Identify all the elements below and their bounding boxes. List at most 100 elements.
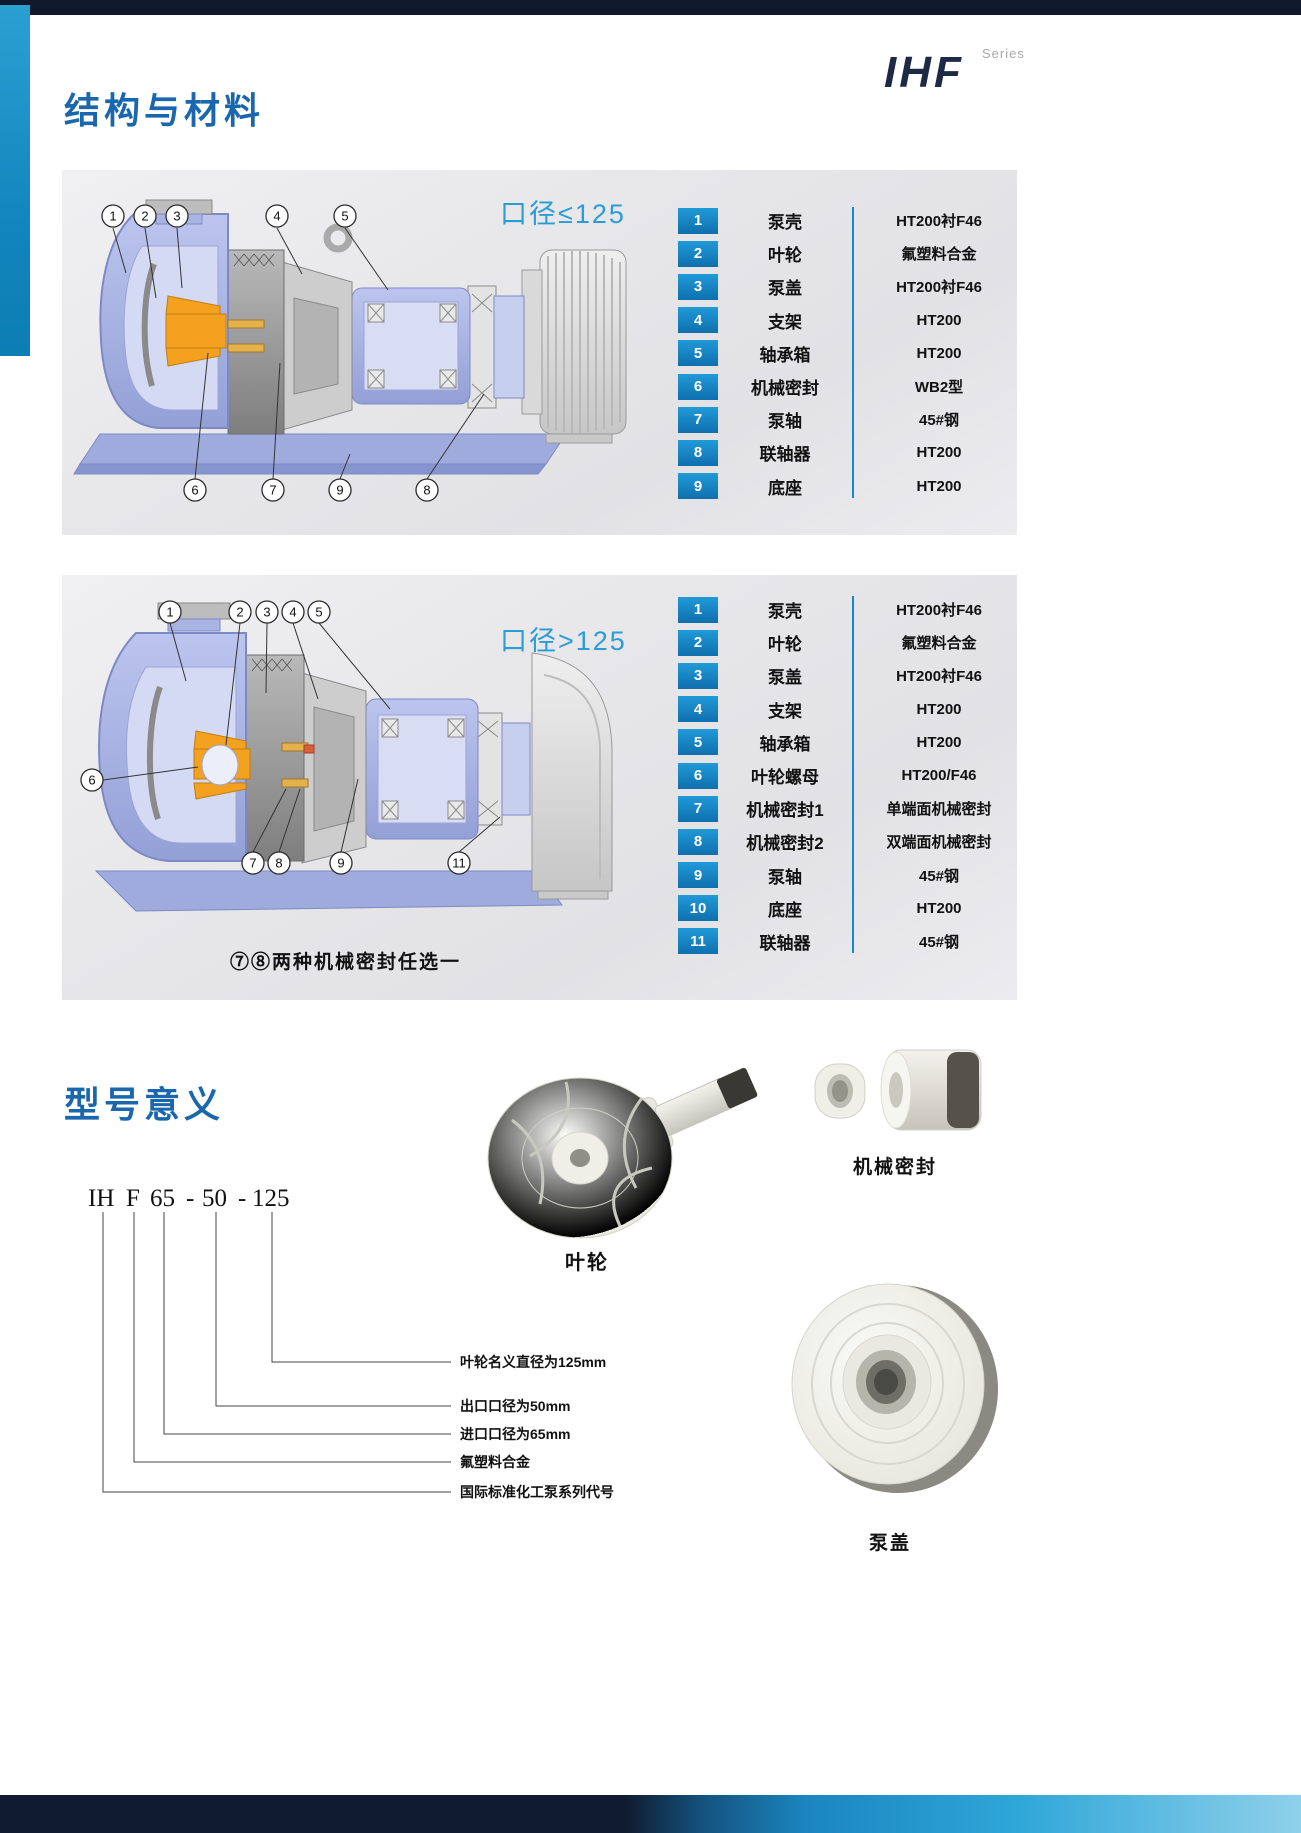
mechanical-seal-photo bbox=[814, 1049, 982, 1131]
part-material: 单端面机械密封 bbox=[886, 801, 992, 819]
part-material: 45#钢 bbox=[918, 867, 960, 885]
model-token-dash: - bbox=[186, 1185, 195, 1212]
legend-impeller-diameter: 叶轮名义直径为125mm bbox=[460, 1354, 607, 1370]
bearing-housing bbox=[351, 287, 471, 405]
part-material: HT200 bbox=[916, 311, 962, 329]
table-row: 3 泵盖 HT200衬F46 bbox=[678, 270, 1026, 303]
top-bar bbox=[0, 0, 1301, 15]
callout-number: 4 bbox=[273, 209, 280, 224]
table-row: 1 泵壳 HT200衬F46 bbox=[678, 204, 1026, 237]
table-row: 7 机械密封1 单端面机械密封 bbox=[678, 792, 1026, 825]
part-name: 底座 bbox=[768, 478, 802, 498]
table-row: 9 泵轴 45#钢 bbox=[678, 859, 1026, 892]
callouts: 1 2 3 4 5 6 7 9 8 bbox=[101, 204, 439, 502]
callout-number: 3 bbox=[173, 209, 180, 224]
impeller-photo bbox=[487, 1067, 758, 1239]
callout-number: 2 bbox=[141, 209, 148, 224]
seal-ring bbox=[814, 1063, 866, 1119]
part-name: 联轴器 bbox=[759, 933, 811, 953]
model-token-series: IH bbox=[88, 1185, 115, 1212]
callouts: 1 2 3 4 5 6 7 8 9 11 bbox=[80, 600, 471, 875]
callout-number: 2 bbox=[236, 605, 243, 620]
table-row: 2 叶轮 氟塑料合金 bbox=[678, 626, 1026, 659]
part-name: 泵盖 bbox=[768, 668, 802, 688]
row-number-badge: 5 bbox=[678, 340, 718, 367]
row-number-badge: 1 bbox=[678, 207, 718, 234]
table-row: 3 泵盖 HT200衬F46 bbox=[678, 659, 1026, 692]
brand-logo: IHF bbox=[884, 48, 964, 97]
table-row: 4 支架 HT200 bbox=[678, 693, 1026, 726]
table-row: 7 泵轴 45#钢 bbox=[678, 403, 1026, 436]
part-name: 轴承箱 bbox=[759, 734, 811, 754]
table-row: 4 支架 HT200 bbox=[678, 304, 1026, 337]
table-row: 9 底座 HT200 bbox=[678, 470, 1026, 503]
row-number-badge: 8 bbox=[678, 439, 718, 466]
callout-number: 6 bbox=[191, 483, 198, 498]
table-row: 5 轴承箱 HT200 bbox=[678, 337, 1026, 370]
callout-number: 6 bbox=[88, 773, 95, 788]
callout-number: 11 bbox=[452, 856, 466, 871]
mechanical-seals bbox=[281, 742, 315, 788]
row-number-badge: 10 bbox=[678, 895, 718, 922]
table-separator bbox=[852, 207, 854, 498]
part-name: 叶轮 bbox=[768, 635, 802, 655]
table-row: 8 联轴器 HT200 bbox=[678, 436, 1026, 469]
row-number-badge: 5 bbox=[678, 729, 718, 756]
part-material: HT200衬F46 bbox=[896, 213, 982, 231]
volute-casing bbox=[98, 602, 247, 862]
cover-photo-label: 泵盖 bbox=[869, 1533, 912, 1554]
mechanical-seal bbox=[227, 319, 265, 353]
table-row: 6 机械密封 WB2型 bbox=[678, 370, 1026, 403]
bearing-housing bbox=[365, 698, 479, 840]
seal-option-note: ⑦⑧两种机械密封任选一 bbox=[230, 952, 462, 973]
pump-cross-section-small-bore: 1 2 3 4 5 6 7 9 8 bbox=[73, 199, 627, 502]
part-name: 叶轮螺母 bbox=[751, 768, 819, 788]
callout-number: 8 bbox=[275, 856, 282, 871]
model-token-outlet: 50 bbox=[202, 1185, 227, 1212]
part-name: 泵壳 bbox=[768, 213, 802, 233]
row-number-badge: 6 bbox=[678, 762, 718, 789]
part-name: 联轴器 bbox=[759, 445, 811, 465]
support-bracket bbox=[301, 672, 367, 864]
table-separator bbox=[852, 596, 854, 954]
row-number-badge: 1 bbox=[678, 596, 718, 623]
part-material: WB2型 bbox=[914, 379, 964, 397]
callout-number: 1 bbox=[109, 209, 116, 224]
part-name: 泵壳 bbox=[768, 602, 802, 622]
impeller bbox=[165, 295, 227, 367]
rear-bracket bbox=[531, 652, 613, 900]
part-material: HT200衬F46 bbox=[896, 279, 982, 297]
pump-base bbox=[73, 433, 567, 475]
row-number-badge: 8 bbox=[678, 828, 718, 855]
row-number-badge: 3 bbox=[678, 662, 718, 689]
part-material: HT200 bbox=[916, 444, 962, 462]
callout-number: 9 bbox=[336, 483, 343, 498]
row-number-badge: 2 bbox=[678, 629, 718, 656]
table-row: 11 联轴器 45#钢 bbox=[678, 925, 1026, 958]
part-name: 支架 bbox=[768, 701, 802, 721]
coupling bbox=[467, 285, 525, 409]
part-material: HT200/F46 bbox=[901, 767, 977, 785]
part-material: HT200 bbox=[916, 477, 962, 495]
leader-lines bbox=[112, 227, 485, 480]
row-number-badge: 6 bbox=[678, 373, 718, 400]
table-row: 6 叶轮螺母 HT200/F46 bbox=[678, 759, 1026, 792]
structure-panel-large-bore: 口径>125 bbox=[62, 575, 1017, 1000]
part-name: 机械密封1 bbox=[746, 801, 824, 821]
pump-cover bbox=[227, 249, 285, 435]
legend-outlet-bore: 出口口径为50mm bbox=[460, 1398, 571, 1414]
row-number-badge: 4 bbox=[678, 696, 718, 723]
brand-series-label: Series bbox=[982, 46, 1025, 61]
row-number-badge: 4 bbox=[678, 307, 718, 334]
part-material: 氟塑料合金 bbox=[901, 246, 977, 264]
part-material: HT200衬F46 bbox=[896, 668, 982, 686]
legend-inlet-bore: 进口口径为65mm bbox=[460, 1426, 571, 1442]
callout-number: 8 bbox=[423, 483, 430, 498]
part-material: HT200 bbox=[916, 700, 962, 718]
row-number-badge: 3 bbox=[678, 273, 718, 300]
row-number-badge: 7 bbox=[678, 406, 718, 433]
motor bbox=[521, 249, 627, 444]
callout-number: 4 bbox=[289, 605, 296, 620]
bore-caption-large: 口径>125 bbox=[500, 626, 627, 656]
part-name: 底座 bbox=[768, 900, 802, 920]
